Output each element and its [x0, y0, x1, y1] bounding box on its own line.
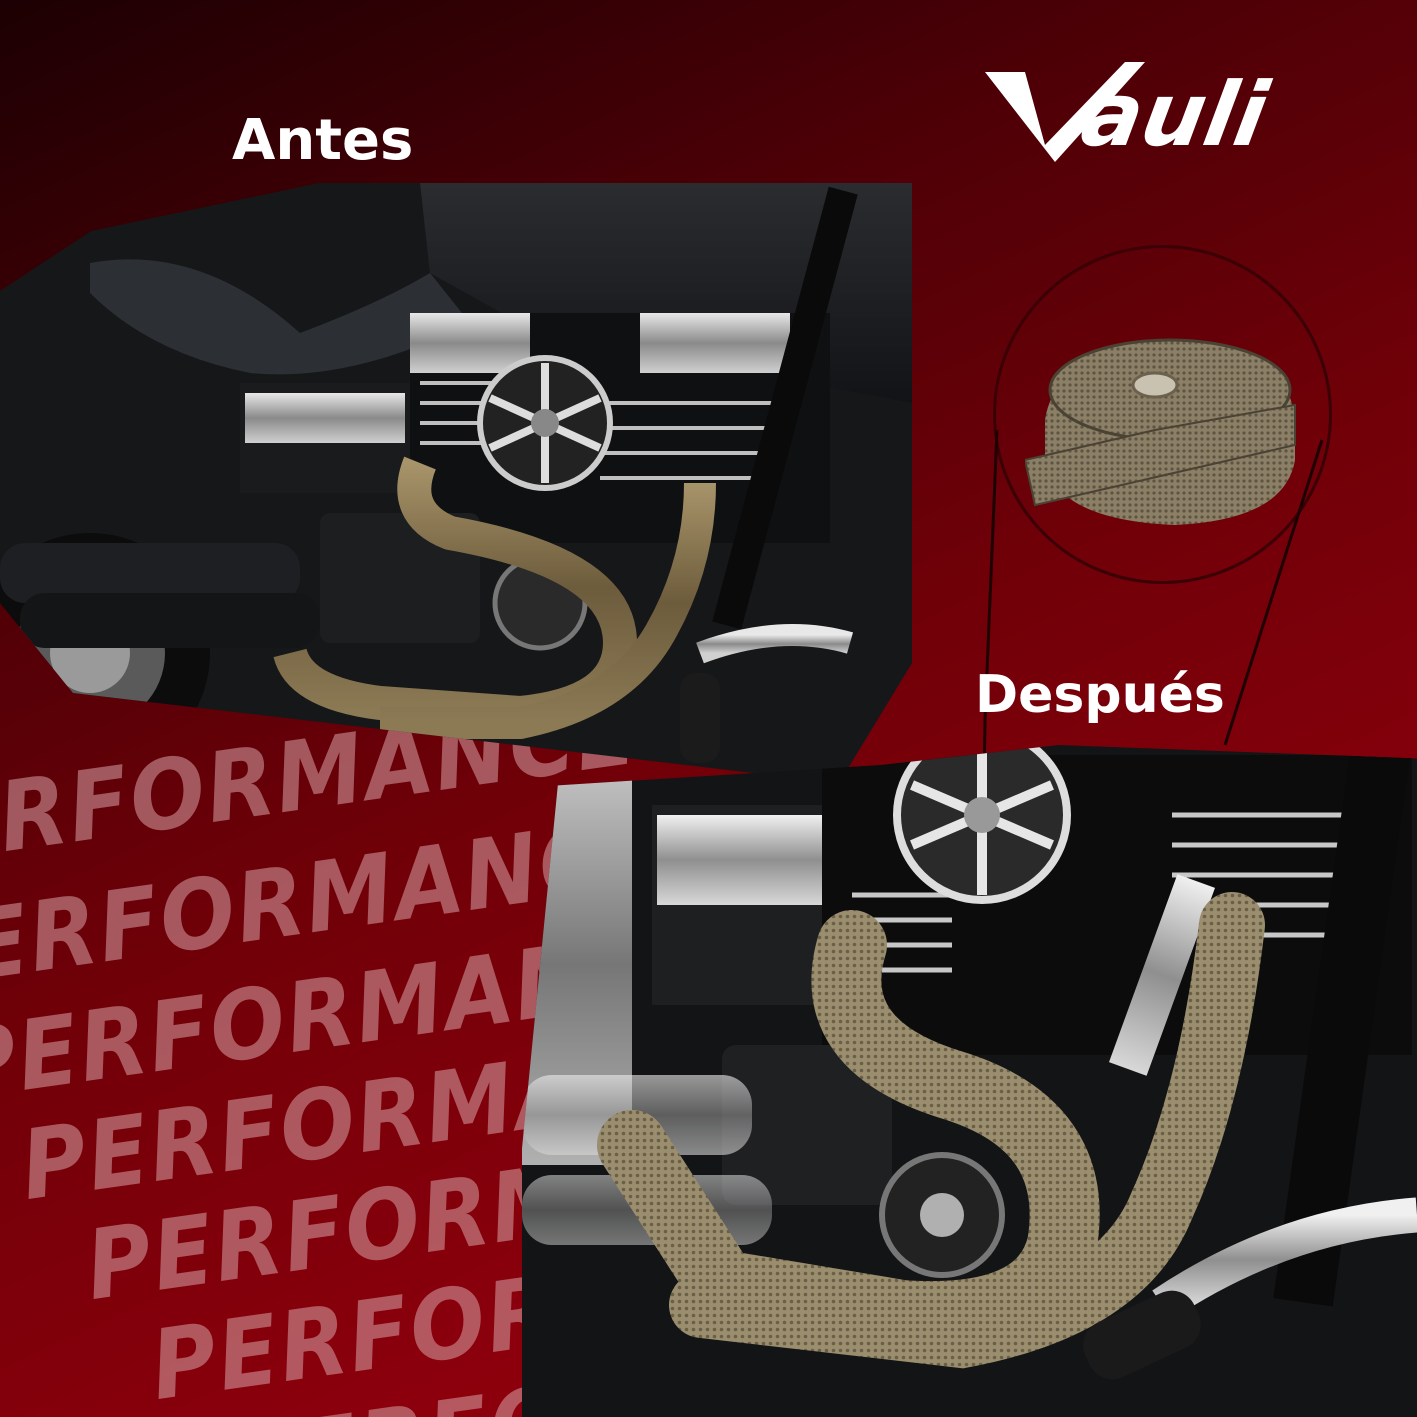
heat-wrap-roll-image	[1025, 338, 1296, 525]
after-photo	[522, 745, 1417, 1417]
motorcycle-after-image	[522, 745, 1417, 1417]
after-label: Después	[975, 665, 1225, 725]
motorcycle-before-image	[0, 183, 912, 783]
logo-wordmark: auli	[1075, 64, 1277, 166]
vauli-logo: auli Vauli	[985, 62, 1277, 166]
before-photo	[0, 183, 912, 783]
product-callout-circle	[993, 245, 1332, 584]
logo-v-mark	[985, 62, 1145, 162]
before-label: Antes	[232, 108, 414, 173]
